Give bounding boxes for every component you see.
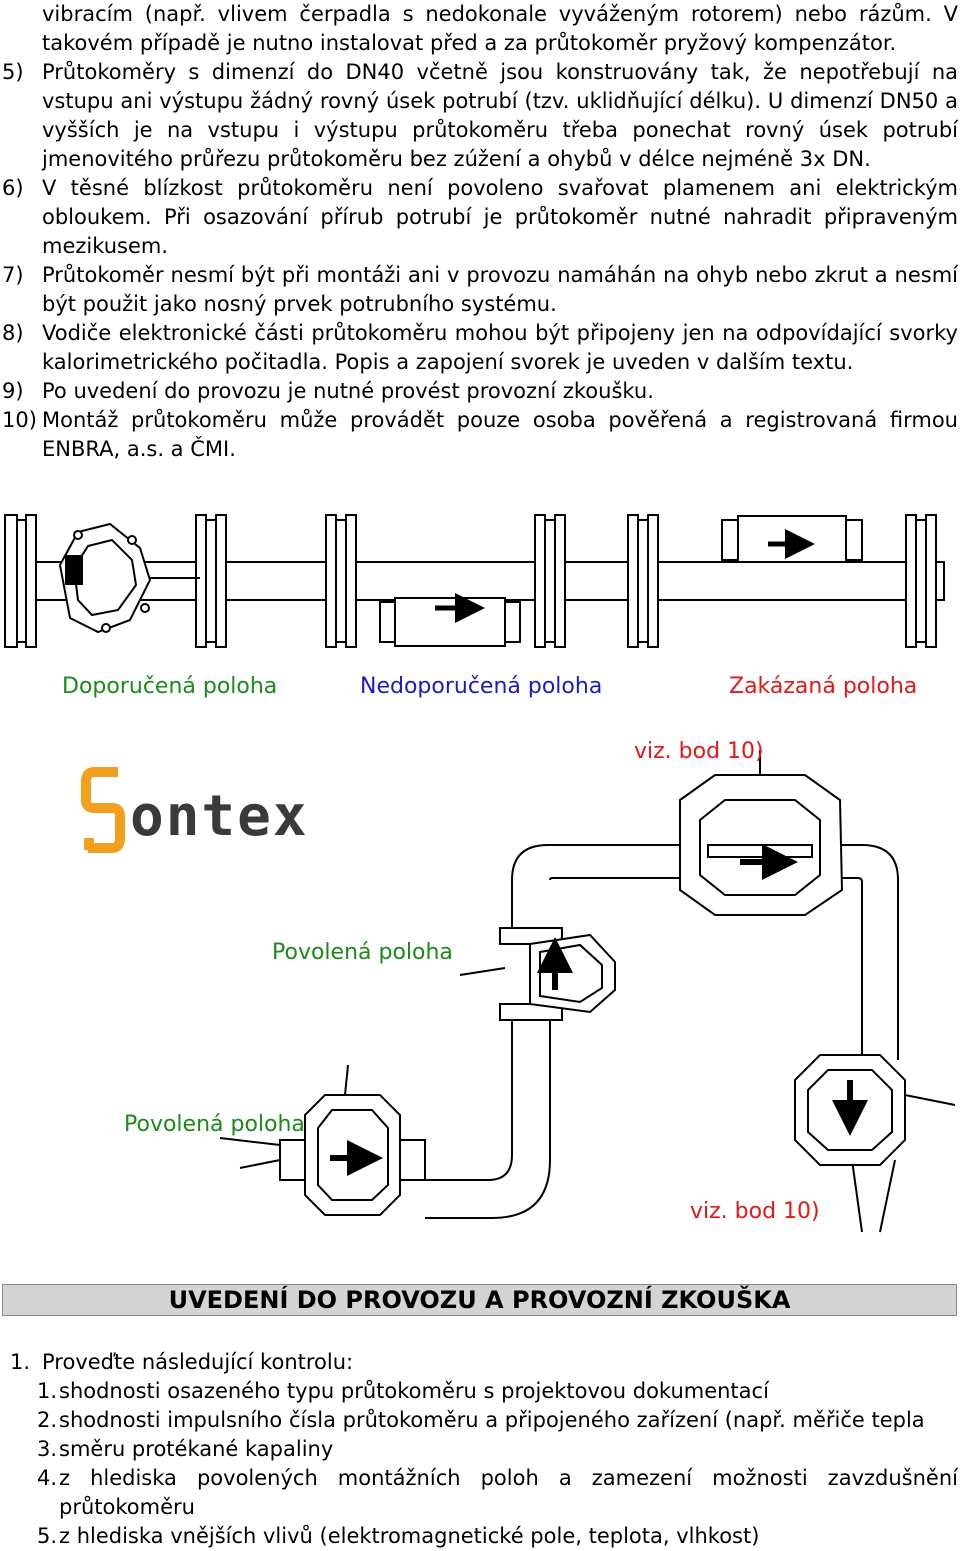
meter-not-recommended: [379, 593, 521, 647]
installation-notes-list: vibracím (např. vlivem čerpadla s nedoko…: [2, 0, 958, 464]
list-item-text: Vodiče elektronické části průtokoměru mo…: [42, 321, 958, 374]
list-item-text: Průtokoměry s dimenzí do DN40 včetně jso…: [42, 60, 958, 171]
list-item-number: 6): [2, 176, 24, 200]
list-item-number: 10): [2, 408, 37, 432]
list-item-number: 2.: [37, 1408, 58, 1432]
list-item-text: vibracím (např. vlivem čerpadla s nedoko…: [42, 2, 958, 55]
note-see-point-10-top: viz. bod 10): [634, 739, 764, 764]
svg-text:ontex: ontex: [130, 784, 309, 849]
list-item-number: 8): [2, 321, 24, 345]
pipe-flanges: [4, 514, 937, 648]
sontex-logo: ontex: [81, 767, 309, 853]
list-item: 8) Vodiče elektronické části průtokoměru…: [2, 319, 958, 377]
installation-diagram: ontex: [4, 514, 956, 1233]
list-item-text: V těsné blízkost průtokoměru není povole…: [42, 176, 958, 258]
list-item: 10) Montáž průtokoměru může provádět pou…: [2, 406, 958, 464]
list-item-number: 5.: [37, 1524, 58, 1548]
label-recommended-position: Doporučená poloha: [62, 674, 278, 699]
check-intro: 1. Proveďte následující kontrolu:: [10, 1348, 958, 1377]
bent-pipe-system: [425, 844, 899, 1233]
section-heading: UVEDENÍ DO PROVOZU A PROVOZNÍ ZKOUŠKA: [2, 1284, 957, 1316]
meter-forbidden: [721, 515, 863, 563]
list-item-number: 9): [2, 379, 24, 403]
list-item-number: 7): [2, 263, 24, 287]
list-item-number: 4.: [37, 1466, 58, 1490]
meter-bottom-left-allowed: [219, 1064, 426, 1216]
list-item-text: shodnosti osazeného typu průtokoměru s p…: [59, 1379, 769, 1403]
list-item-text: Montáž průtokoměru může provádět pouze o…: [42, 408, 958, 461]
label-allowed-position-riser: Povolená poloha: [272, 940, 453, 965]
list-item-text: z hlediska povolených montážních poloh a…: [59, 1466, 958, 1519]
note-see-point-10-bottom: viz. bod 10): [690, 1199, 820, 1224]
list-item: 1. shodnosti osazeného typu průtokoměru …: [37, 1377, 958, 1406]
list-item: 3. směru protékané kapaliny: [37, 1435, 958, 1464]
list-item-text: Průtokoměr nesmí být při montáži ani v p…: [42, 263, 958, 316]
list-item-number: 5): [2, 60, 24, 84]
list-item-number: 1.: [37, 1379, 58, 1403]
list-item: vibracím (např. vlivem čerpadla s nedoko…: [2, 0, 958, 58]
commissioning-checklist: 1. Proveďte následující kontrolu: 1. sho…: [10, 1348, 958, 1551]
meter-bottom-right: [794, 1054, 956, 1166]
list-item: 2. shodnosti impulsního čísla průtokoměr…: [37, 1406, 958, 1435]
list-item: 9) Po uvedení do provozu je nutné provés…: [2, 377, 958, 406]
check-text: Proveďte následující kontrolu:: [42, 1350, 354, 1374]
list-item-text: z hlediska vnějších vlivů (elektromagnet…: [59, 1524, 760, 1548]
list-item: 4. z hlediska povolených montážních polo…: [37, 1464, 958, 1522]
list-item: 5. z hlediska vnějších vlivů (elektromag…: [37, 1522, 958, 1551]
meter-top-right: [679, 750, 844, 916]
list-item: 5) Průtokoměry s dimenzí do DN40 včetně …: [2, 58, 958, 174]
list-item: 6) V těsné blízkost průtokoměru není pov…: [2, 174, 958, 261]
label-forbidden-position: Zakázaná poloha: [729, 674, 918, 699]
list-item: 7) Průtokoměr nesmí být při montáži ani …: [2, 261, 958, 319]
check-number: 1.: [10, 1350, 31, 1374]
label-not-recommended-position: Nedoporučená poloha: [360, 674, 603, 699]
meter-recommended: [58, 522, 200, 634]
list-item-number: 3.: [37, 1437, 58, 1461]
meter-riser-allowed: [459, 927, 616, 1021]
list-item-text: shodnosti impulsního čísla průtokoměru a…: [59, 1408, 925, 1432]
list-item-text: Po uvedení do provozu je nutné provést p…: [42, 379, 654, 403]
list-item-text: směru protékané kapaliny: [59, 1437, 334, 1461]
label-allowed-position-bottom: Povolená poloha: [124, 1112, 305, 1137]
